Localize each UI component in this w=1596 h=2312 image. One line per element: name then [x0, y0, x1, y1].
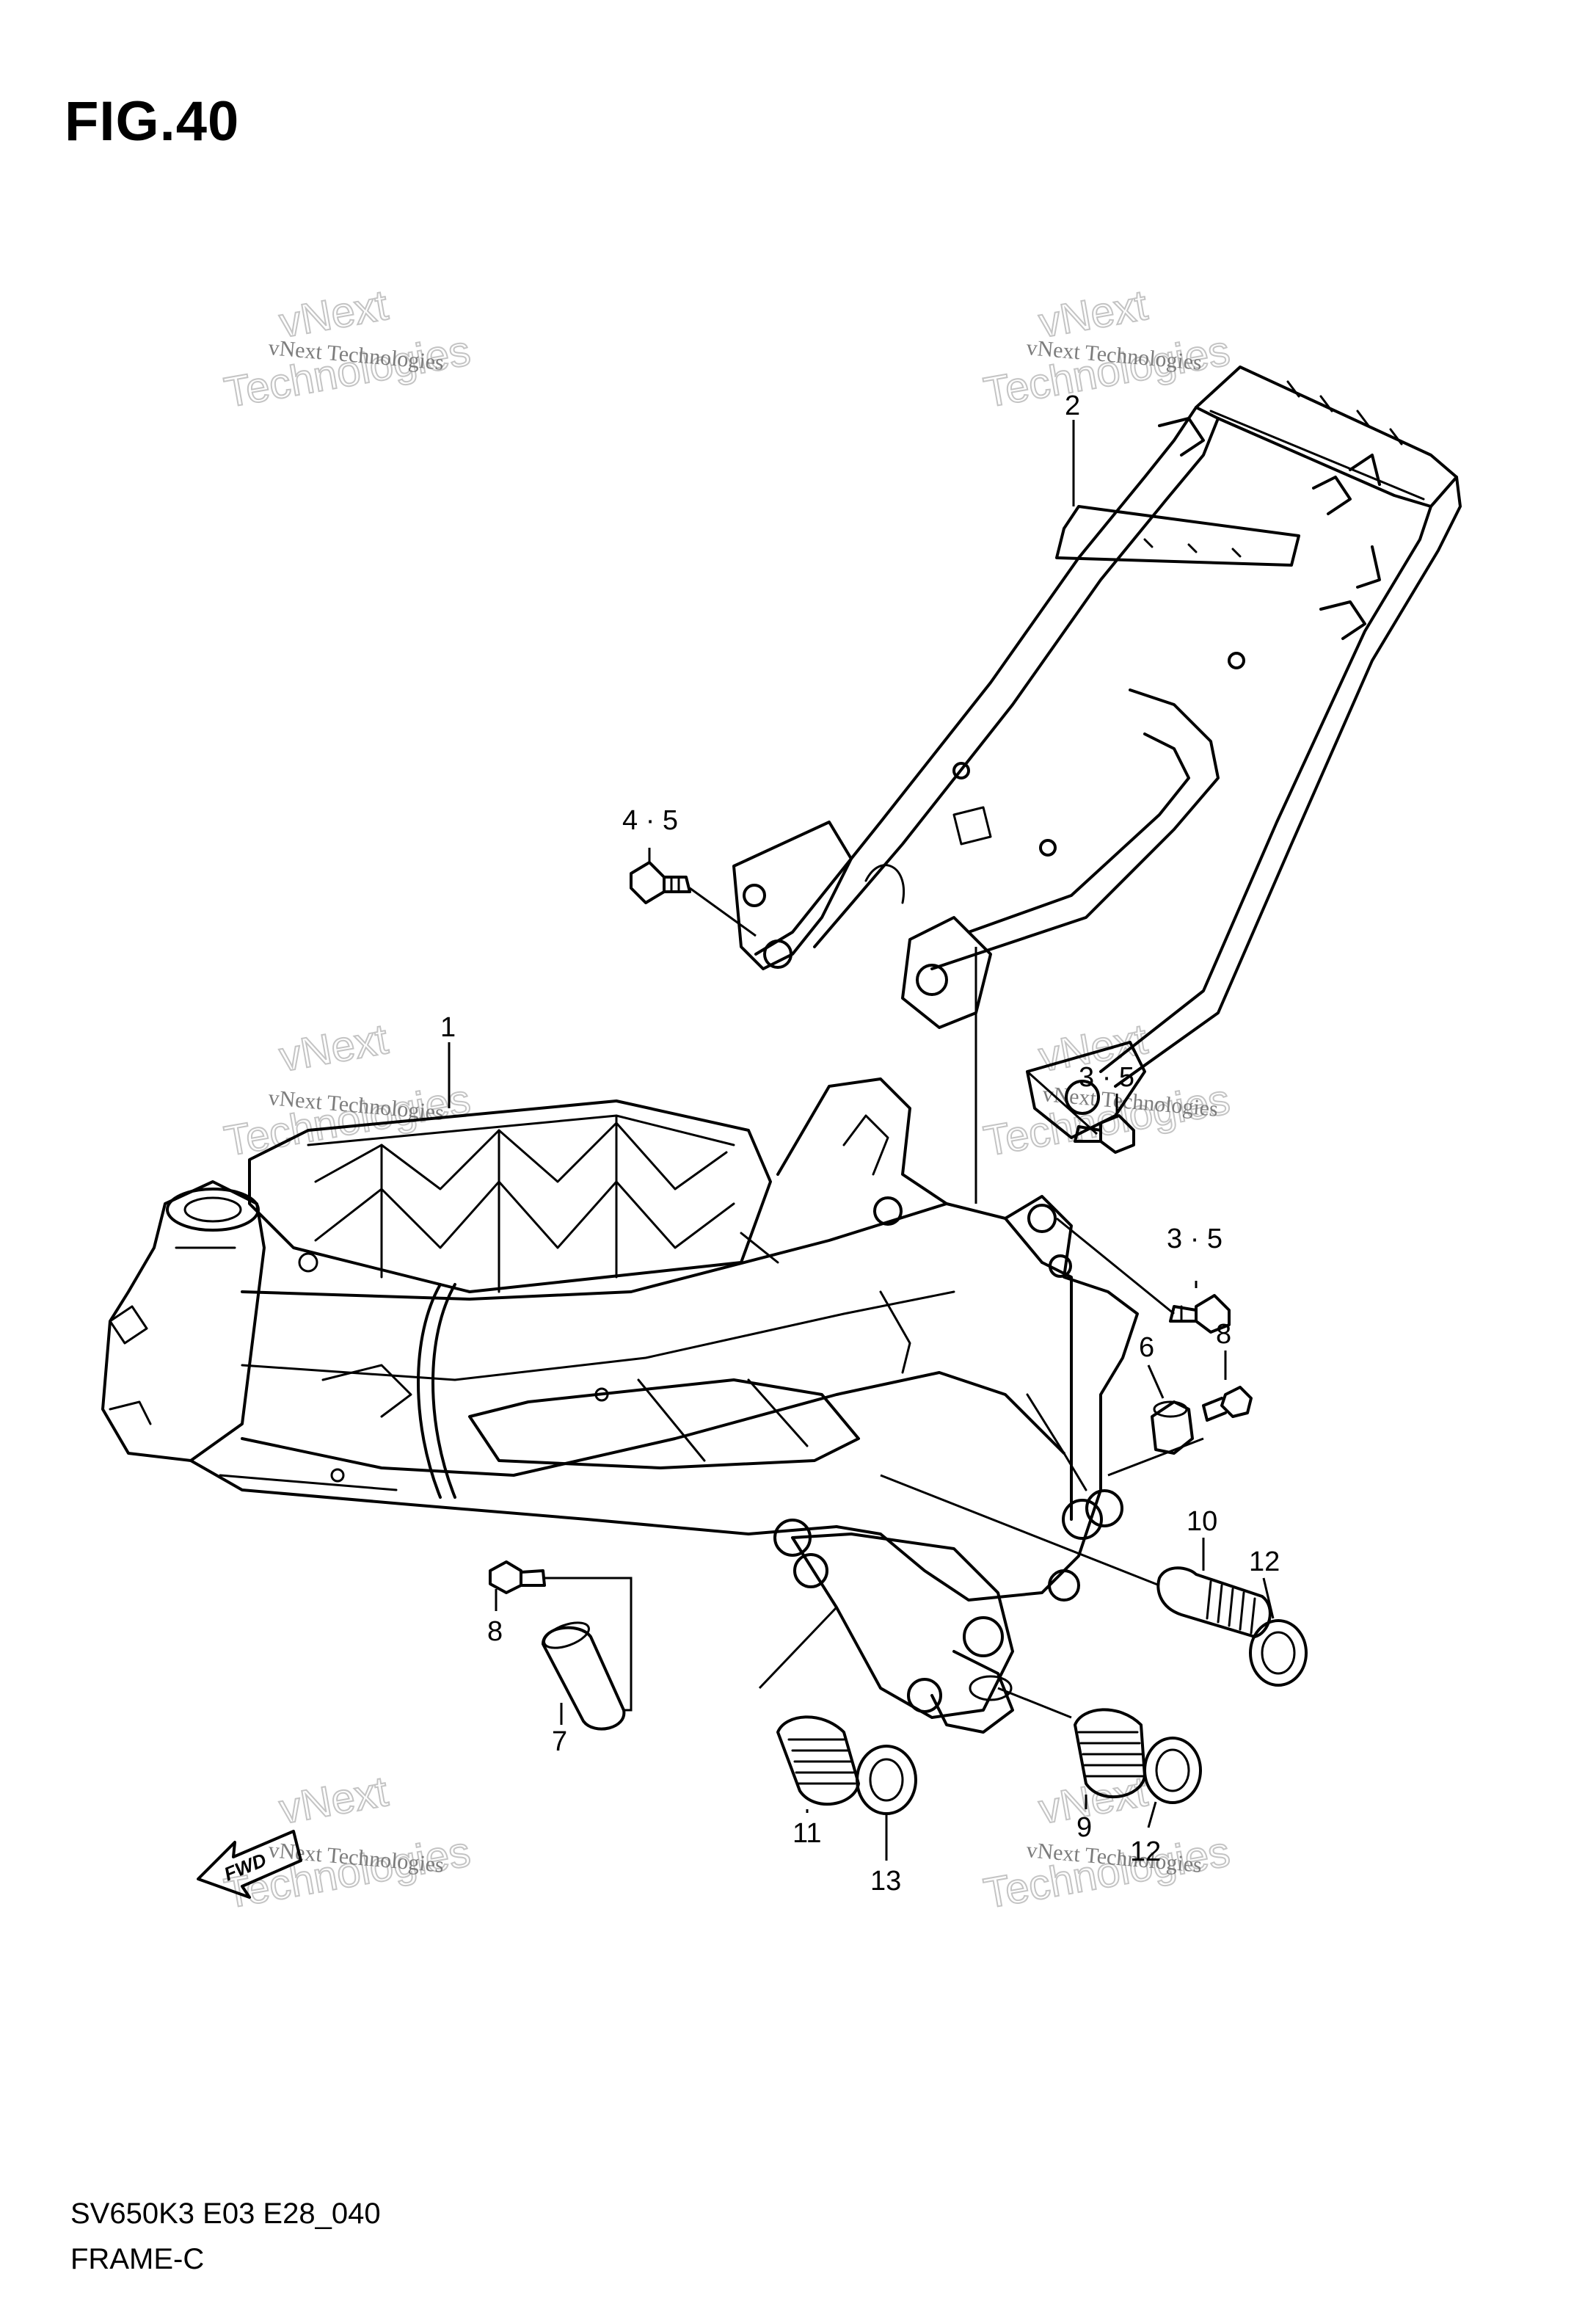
- adjuster-part-10: [1156, 1566, 1272, 1638]
- callout-3-5-lower: 3 · 5: [1167, 1224, 1222, 1254]
- diagram-code: SV650K3 E03 E28_040: [70, 2198, 381, 2230]
- callout-7: 7: [552, 1726, 567, 1757]
- watermark-mid-left: vNext Technologies vNext Technologies: [220, 1014, 475, 1166]
- watermark-top-left: vNext Technologies vNext Technologies: [220, 280, 475, 418]
- callout-4-5: 4 · 5: [622, 805, 678, 836]
- bolt-part-3-5-lower: [1169, 1294, 1231, 1334]
- leader-lines: [448, 420, 1275, 1861]
- svg-text:vNext: vNext: [276, 1767, 391, 1833]
- callout-1: 1: [440, 1012, 456, 1043]
- nut-part-12-right: [1249, 1619, 1308, 1687]
- bolt-part-8-left: [489, 1560, 546, 1594]
- callout-10: 10: [1187, 1506, 1217, 1537]
- collar-part-6: [1151, 1400, 1194, 1455]
- callout-13: 13: [870, 1866, 901, 1897]
- callout-8-right: 8: [1216, 1319, 1231, 1350]
- watermark-bottom-left: vNext Technologies vNext Technologies: [220, 1767, 475, 1919]
- callout-8-left: 8: [487, 1616, 503, 1647]
- diagram-section-name: FRAME-C: [70, 2243, 205, 2275]
- nut-part-12-lower: [1143, 1737, 1202, 1804]
- spacer-part-7: [542, 1621, 626, 1731]
- callout-3-5-upper: 3 · 5: [1079, 1062, 1134, 1093]
- callout-11: 11: [792, 1818, 821, 1849]
- main-frame-part-1: [101, 1077, 1139, 1734]
- svg-text:vNext: vNext: [1035, 1767, 1151, 1833]
- adjuster-part-11: [776, 1715, 860, 1806]
- watermark-top-right: vNext Technologies vNext Technologies: [980, 280, 1234, 418]
- bolt-part-4-5: [630, 861, 691, 904]
- callout-12-lower: 12: [1130, 1836, 1161, 1867]
- figure-title: FIG.40: [65, 90, 240, 153]
- callout-9: 9: [1076, 1812, 1092, 1843]
- callout-6: 6: [1139, 1332, 1154, 1363]
- rear-subframe-part-2: [732, 366, 1462, 1139]
- diagram-footer: SV650K3 E03 E28_040 FRAME-C: [70, 2191, 381, 2282]
- nut-part-13: [856, 1745, 917, 1815]
- callout-12-right: 12: [1249, 1546, 1280, 1577]
- bolt-part-8-right: [1202, 1386, 1253, 1422]
- callout-2: 2: [1065, 390, 1080, 421]
- callout-labels: 1 2 3 · 5 3 · 5 4 · 5 6 7 8 8 9 10 11 12…: [440, 390, 1280, 1897]
- svg-text:vNext: vNext: [276, 1015, 391, 1081]
